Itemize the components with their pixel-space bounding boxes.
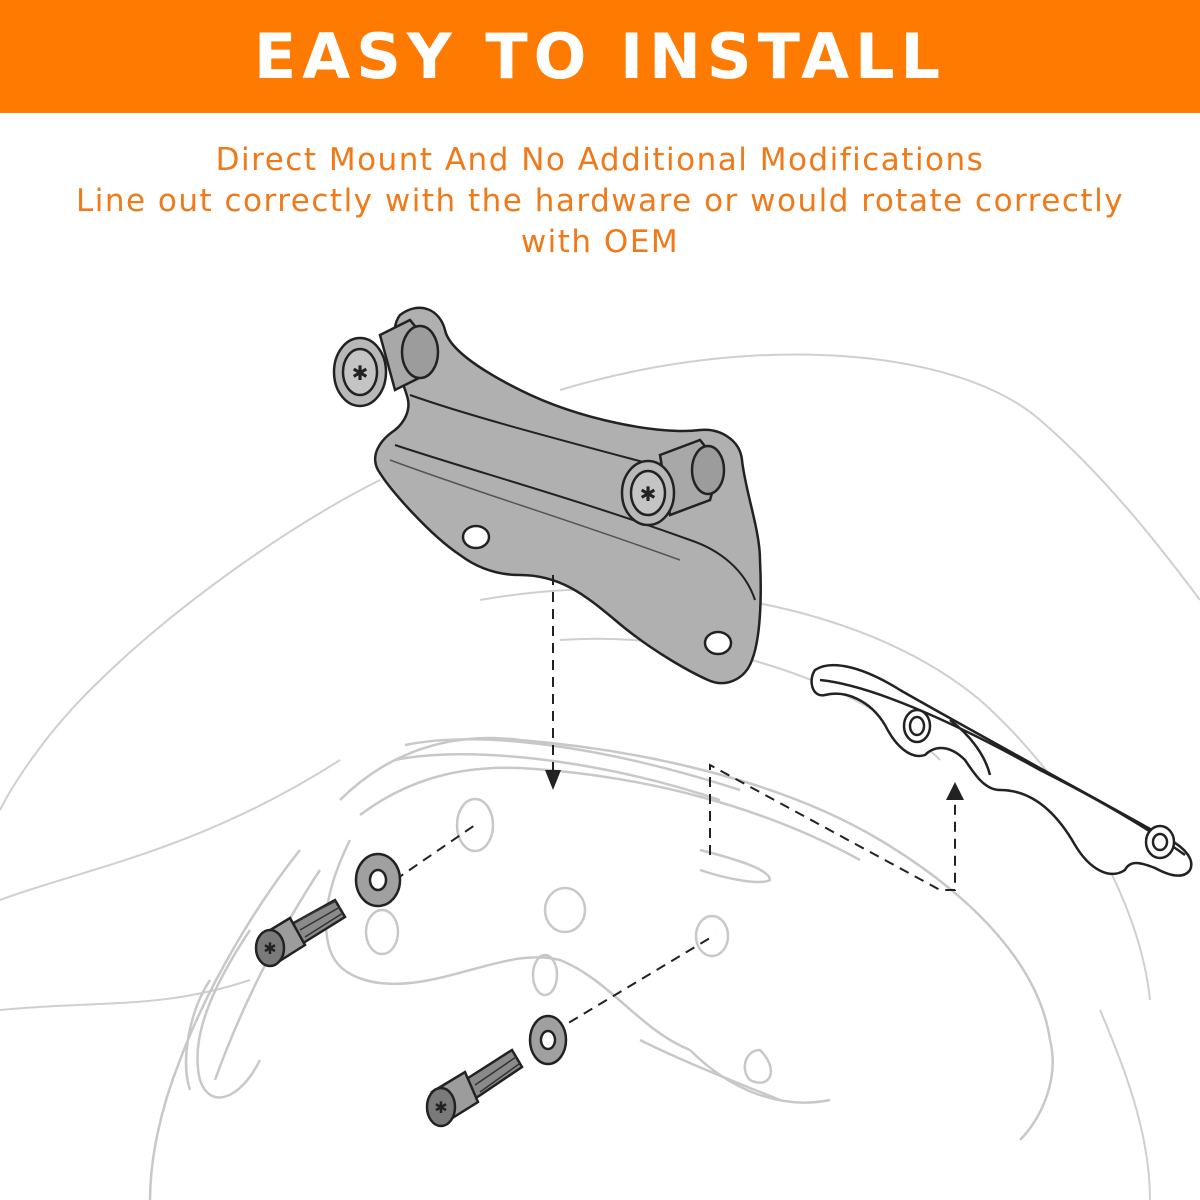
backrest-plate [810,663,1193,877]
washer-upper [354,852,402,908]
torx-symbol: ✱ [263,939,276,958]
banner-title: EASY TO INSTALL [253,19,947,93]
socket-head-bolt-lower: ✱ [425,1048,524,1128]
header-banner: EASY TO INSTALL [0,0,1200,113]
mount-bracket [373,306,762,685]
socket-head-bolt-upper: ✱ [254,898,347,968]
washer-lower [528,1014,568,1066]
assembly-arrows [545,770,964,800]
feature-description: Direct Mount And No Additional Modificat… [40,140,1160,263]
torx-symbol: ✱ [434,1098,447,1117]
description-line-1: Direct Mount And No Additional Modificat… [215,142,985,178]
description-line-2: Line out correctly with the hardware or … [75,183,1125,219]
description-line-3: with OEM [520,224,680,260]
bracket-bolt-right: ✱ [620,438,726,527]
installation-diagram: ✱ ✱ ✱ [0,306,1200,1200]
bracket-bolt-upper-left: ✱ [332,318,440,408]
luggage-rack-frame [148,736,1054,1200]
assembly-guide-lines [394,575,956,1041]
torx-symbol: ✱ [640,482,657,506]
torx-symbol: ✱ [352,361,369,385]
